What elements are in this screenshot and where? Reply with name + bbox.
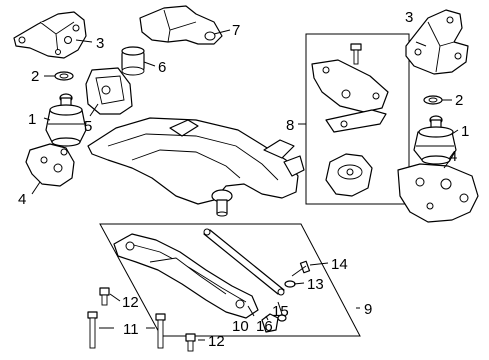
leader-lines [31,29,459,341]
callout-14: 14 [331,256,348,273]
bolt-12-upper [99,287,110,306]
group-9-parts [113,228,311,333]
subframe [87,117,305,217]
callout-16: 16 [256,318,273,335]
callout-1-right: 1 [461,123,469,140]
callout-3-left: 3 [96,35,104,52]
callout-11: 11 [123,321,139,338]
mount-bracket-4-right [397,163,479,223]
bracket-5 [85,67,133,115]
callout-2-right: 2 [455,92,463,109]
mount-bracket-4-left [25,143,75,187]
callout-4-left: 4 [18,191,26,208]
group-8-parts [311,43,389,197]
group-box-9 [99,223,361,337]
callout-4-right: 4 [449,148,457,165]
callout-5: 5 [84,118,92,135]
washer-2-left [54,71,74,81]
callout-9: 9 [364,301,372,318]
bracket-3-right [405,9,469,75]
bolt-11-right [155,313,166,349]
callout-1-left: 1 [28,111,36,128]
washer-2-right [423,95,443,105]
bolt-11-left [87,311,98,349]
callout-7: 7 [232,22,240,39]
callout-12-lower: 12 [208,333,225,350]
callout-13: 13 [307,276,324,293]
callout-15: 15 [272,303,289,320]
callout-2-left: 2 [31,68,39,85]
bolt-12-lower [185,333,196,352]
bushing-6 [121,46,145,76]
callout-8: 8 [286,117,294,134]
callout-6: 6 [158,59,166,76]
callout-12-upper: 12 [122,294,139,311]
callout-3-right: 3 [405,9,413,26]
engine-mount-1-left [45,93,87,147]
group-box-8 [305,33,410,205]
bracket-3-left [13,11,87,59]
callouts: 3 7 6 2 1 5 4 8 3 2 1 4 14 13 15 16 10 9… [18,9,469,350]
mount-cover-7 [139,5,223,45]
callout-10: 10 [232,318,249,335]
